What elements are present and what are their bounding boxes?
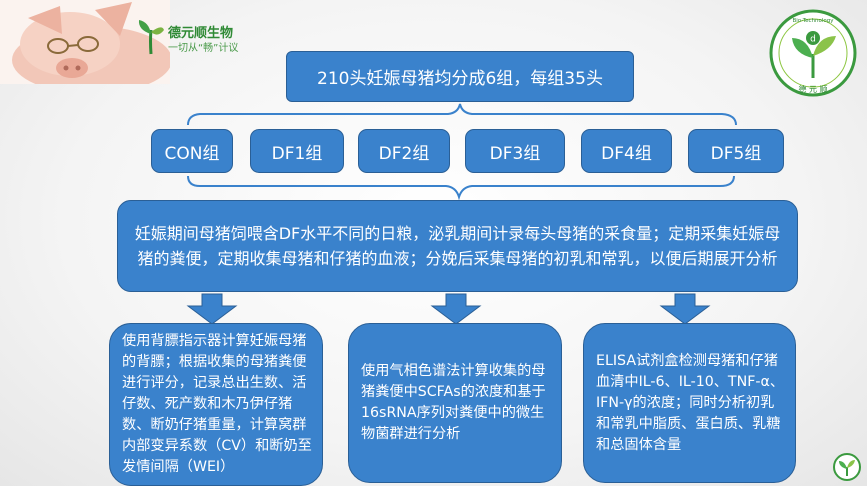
brand-slogan: 一切从“畅”计议 <box>168 43 239 54</box>
small-badge-logo <box>833 453 861 481</box>
analysis-box-reproduction: 使用背膘指示器计算妊娠母猪的背膘；根据收集的母猪粪便进行评分，记录总出生数、活仔… <box>109 323 323 486</box>
group-box-con: CON组 <box>151 129 233 173</box>
arrow-middle <box>430 293 482 325</box>
badge-name: 德 元 顺 <box>798 84 827 94</box>
badge-mark: d <box>810 35 816 45</box>
analysis-box-serum-milk: ELISA试剂盒检测母猪和仔猪血清中IL-6、IL-10、TNF-α、IFN-γ… <box>583 323 796 483</box>
top-brace <box>187 103 737 126</box>
brand-sprout-icon <box>138 20 164 55</box>
procedure-description-box: 妊娠期间母猪饲喂含DF水平不同的日粮，泌乳期间计录每头母猪的采食量；定期采集妊娠… <box>117 200 798 292</box>
brand-name: 德元顺生物 <box>168 26 234 41</box>
company-badge-logo: d 德 元 顺 Bio-Technology <box>769 9 857 97</box>
group-box-df1: DF1组 <box>250 129 344 173</box>
analysis-box-microbiota: 使用气相色谱法计算收集的母猪粪便中SCFAs的浓度和基于16sRNA序列对粪便中… <box>348 323 562 483</box>
group-box-df4: DF4组 <box>581 129 672 173</box>
bottom-brace <box>187 175 735 201</box>
badge-english: Bio-Technology <box>792 18 834 24</box>
group-box-df5: DF5组 <box>688 129 784 173</box>
top-summary-box: 210头妊娠母猪均分成6组，每组35头 <box>286 51 634 102</box>
arrow-right <box>659 293 711 325</box>
group-box-df3: DF3组 <box>465 129 565 173</box>
pig-photo <box>0 0 170 84</box>
group-box-df2: DF2组 <box>358 129 450 173</box>
arrow-left <box>186 293 238 325</box>
